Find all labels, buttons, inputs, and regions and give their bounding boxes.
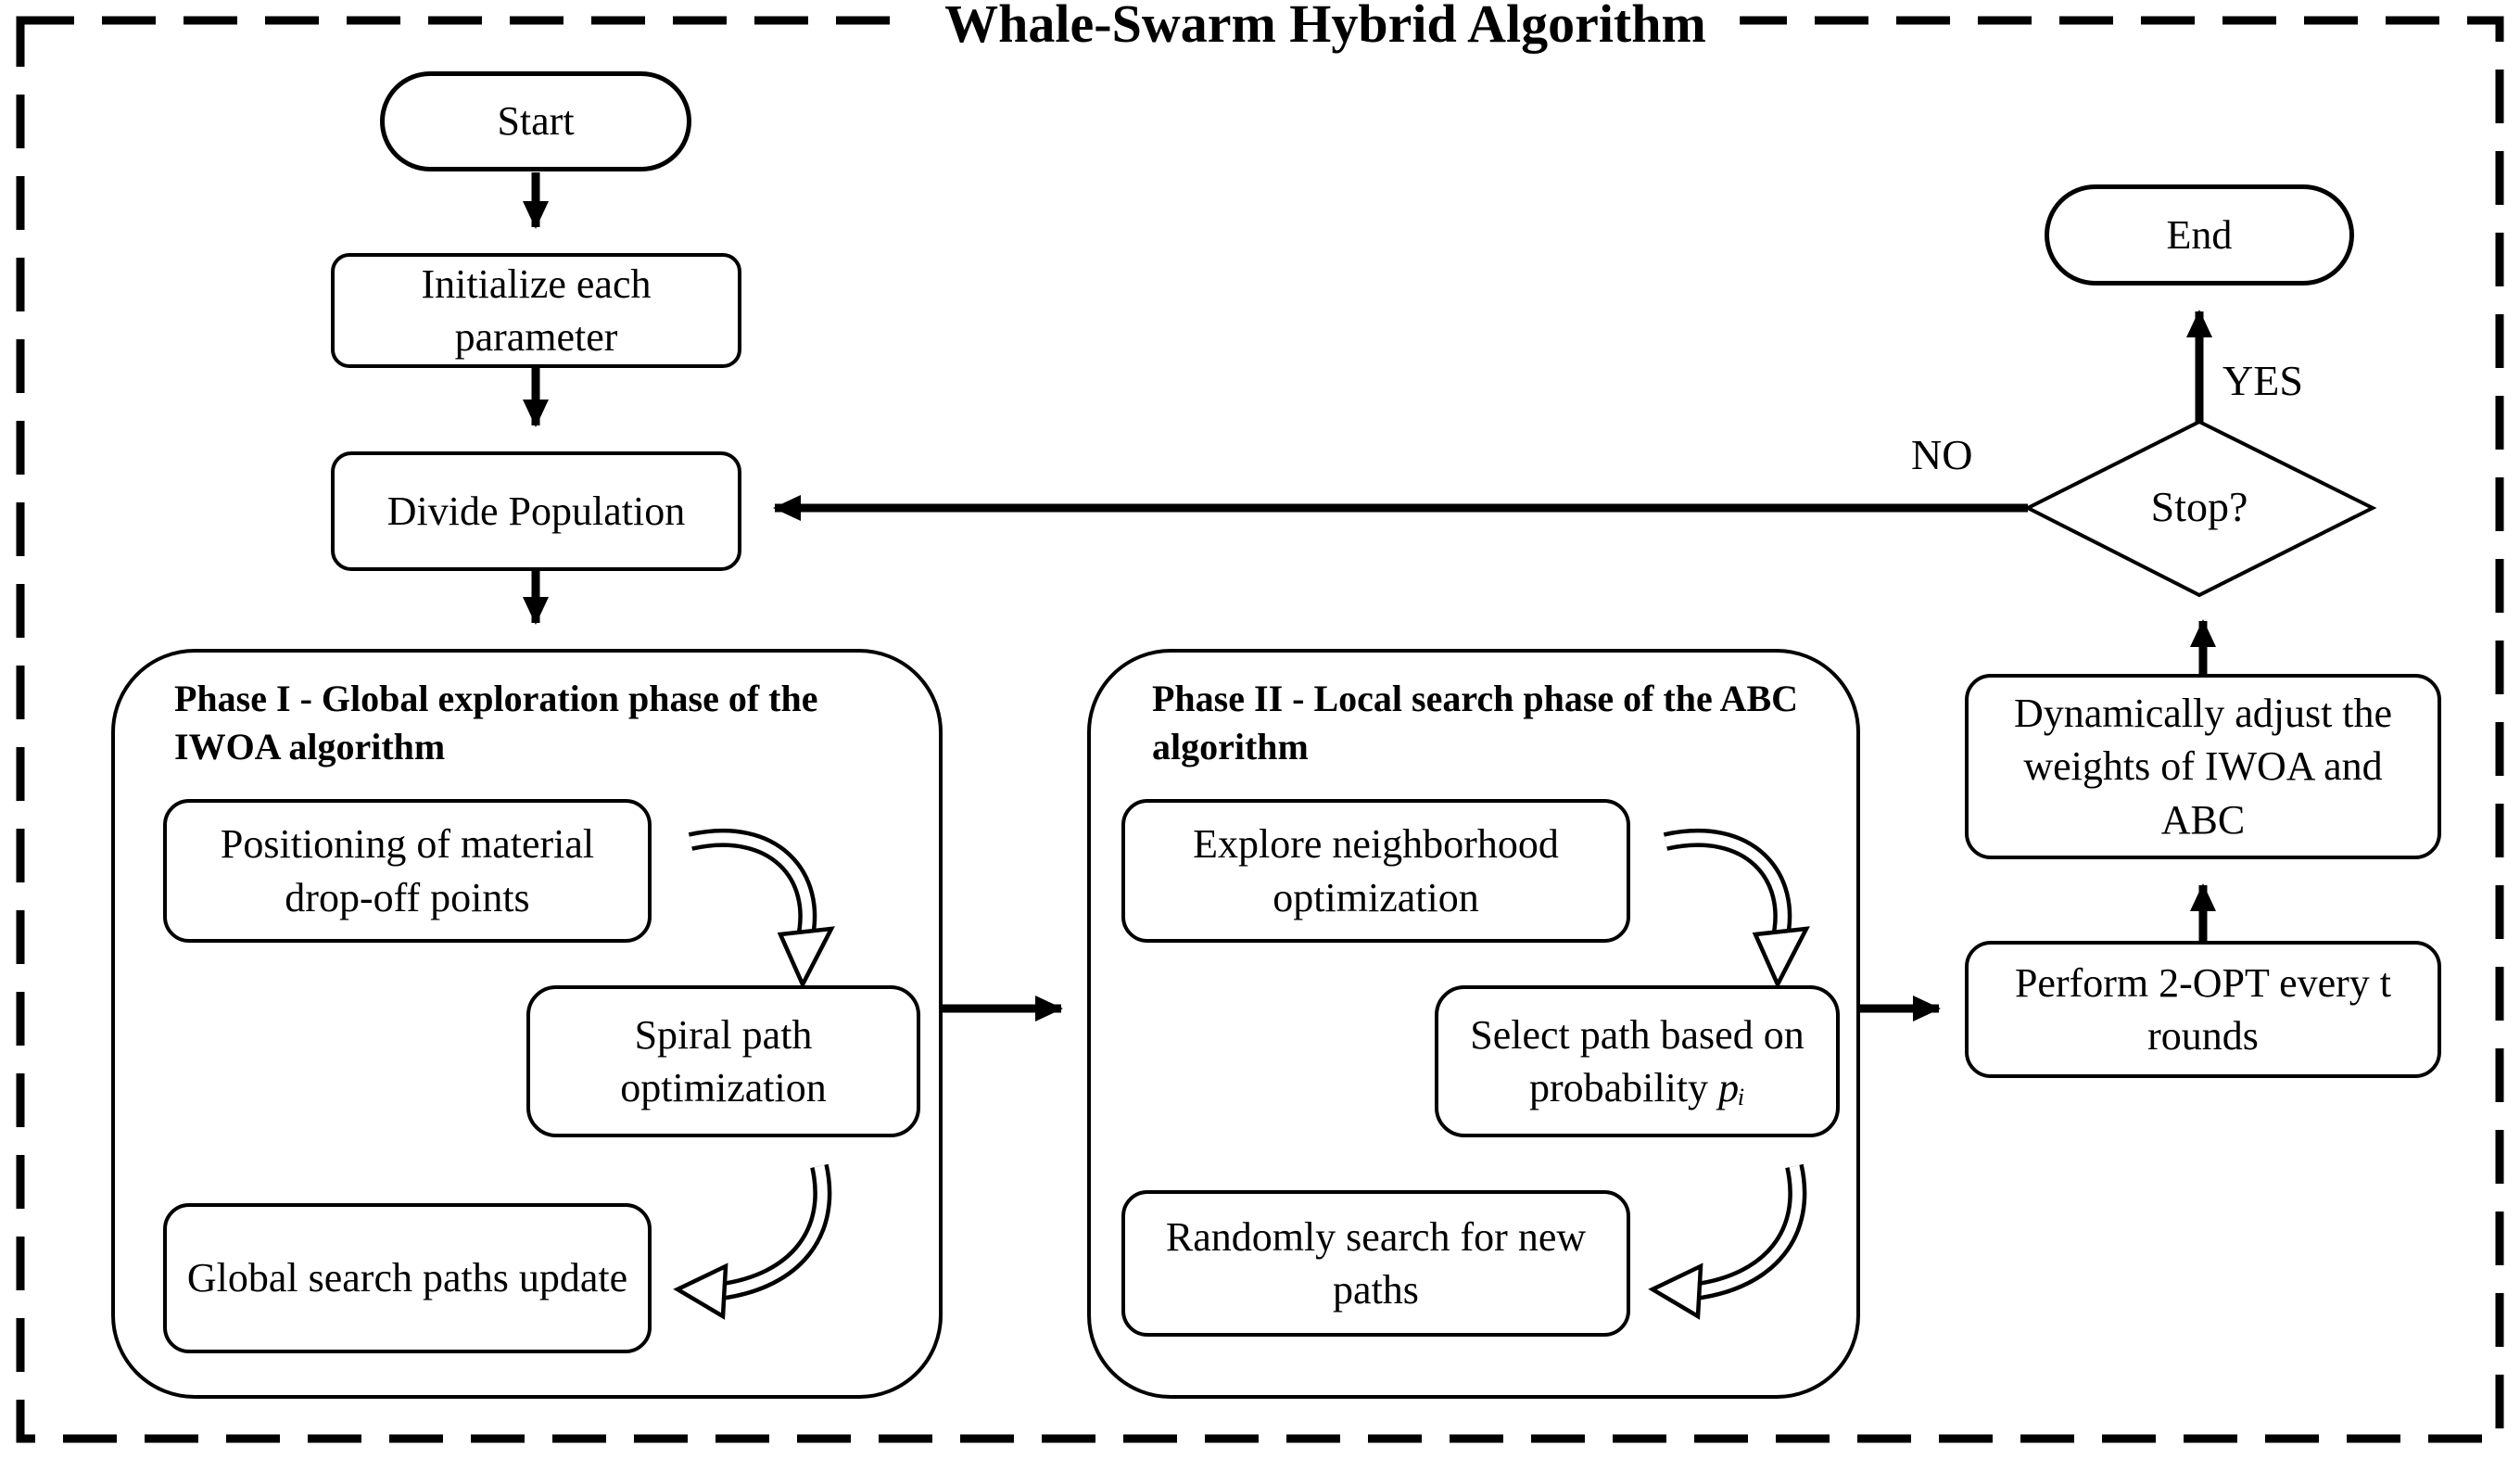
select-path-line2: probability pᵢ: [1528, 1065, 1746, 1110]
stop-decision-label: Stop?: [2150, 483, 2248, 530]
phase2-title: Phase II - Local search phase of the ABC…: [1152, 678, 1799, 768]
stop-decision-shape: [2023, 419, 2377, 598]
explore-node: Explore neighborhood optimization: [1121, 799, 1630, 943]
start-node: Start: [380, 71, 691, 171]
global-update-node: Global search paths update: [163, 1203, 652, 1353]
yes-branch-label: YES: [2222, 357, 2303, 404]
divide-population-node: Divide Population: [331, 451, 741, 571]
select-path-line1: Select path based on: [1470, 1011, 1805, 1058]
phase1-title: Phase I - Global exploration phase of th…: [174, 678, 818, 768]
curved-arrow-spiral-to-global-icon: [673, 1163, 832, 1320]
curved-arrow-select-to-random-icon: [1648, 1163, 1807, 1320]
select-path-node: Select path based on probability pᵢ: [1435, 985, 1840, 1137]
initialize-node: Initialize each parameter: [331, 253, 741, 368]
curved-arrow-positioning-to-spiral-icon: [688, 828, 835, 990]
spiral-node: Spiral path optimization: [526, 985, 920, 1137]
dynamic-adjust-node: Dynamically adjust the weights of IWOA a…: [1965, 674, 2441, 859]
no-branch-label: NO: [1911, 431, 1973, 478]
probability-variable: pᵢ: [1718, 1065, 1746, 1110]
random-search-node: Randomly search for new paths: [1121, 1190, 1630, 1337]
positioning-node: Positioning of material drop-off points: [163, 799, 652, 943]
curved-arrow-explore-to-select-icon: [1663, 828, 1810, 990]
perform-2opt-node: Perform 2-OPT every t rounds: [1965, 941, 2441, 1078]
diagram-title: Whale-Swarm Hybrid Algorithm: [911, 0, 1740, 54]
end-node: End: [2045, 184, 2354, 285]
